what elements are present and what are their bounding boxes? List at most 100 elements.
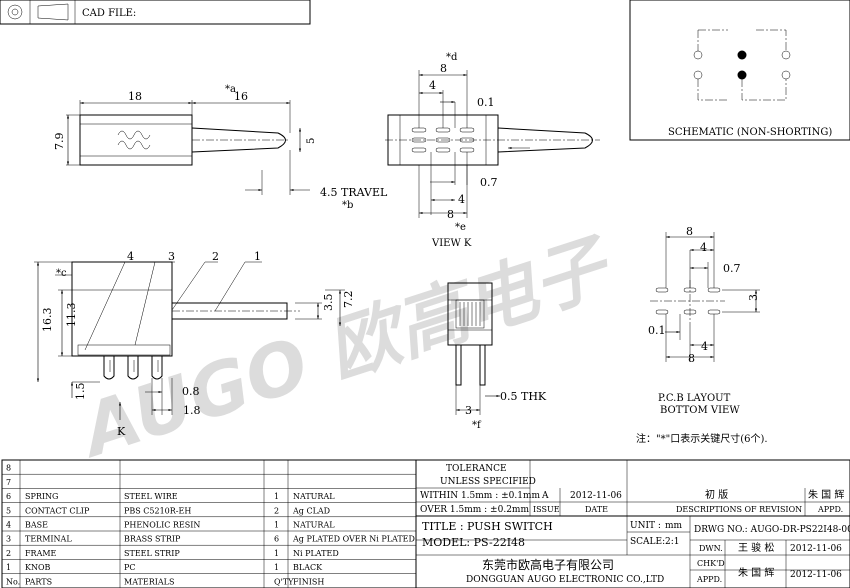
parts-cell-material: PHENOLIC RESIN xyxy=(124,521,200,530)
dim-d: *d xyxy=(446,52,458,63)
view-k-title: VIEW K xyxy=(431,238,472,249)
parts-cell-qty: 1 xyxy=(274,521,279,530)
pcb-dim-0-7: 0.7 xyxy=(723,262,741,275)
parts-cell-part: CONTACT CLIP xyxy=(25,506,90,515)
dim-1-8: 1.8 xyxy=(183,404,201,417)
rev-h-issue: ISSUE xyxy=(533,505,560,514)
parts-header-material: MATERIALS xyxy=(124,577,174,586)
dim-a: *a xyxy=(225,84,236,95)
appd-label: APPD. xyxy=(696,575,722,584)
chkd-label: CHK'D xyxy=(697,559,725,568)
parts-cell-no: 8 xyxy=(6,464,11,473)
pcb-dim-0-1: 0.1 xyxy=(648,324,666,337)
pcb-dim-4-b: 4 xyxy=(701,340,708,353)
dwn-date: 2012-11-06 xyxy=(790,544,842,554)
pcb-dim-3: 3 xyxy=(747,294,760,301)
parts-cell-no: 7 xyxy=(6,478,11,487)
rev-date: 2012-11-06 xyxy=(570,491,622,501)
note-text: 注："*"口表示关键尺寸(6个). xyxy=(636,432,768,445)
tolerance-subtitle: UNLESS SPECIFIED xyxy=(440,477,536,487)
dim-3: 3 xyxy=(465,404,472,417)
company-en: DONGGUAN AUGO ELECTRONIC CO.,LTD xyxy=(466,575,664,585)
dim-8: 8 xyxy=(440,62,447,75)
front-view: *c 4 3 2 1 16.3 11.3 3.5 7.2 1.5 0.8 xyxy=(34,250,355,438)
parts-cell-no: 5 xyxy=(6,506,11,515)
dim-0-8: 0.8 xyxy=(182,385,200,398)
parts-cell-qty: 1 xyxy=(274,563,279,572)
model-text: MODEL: PS-22I48 xyxy=(422,536,525,549)
parts-cell-part: KNOB xyxy=(25,563,51,572)
appd-date: 2012-11-06 xyxy=(790,570,842,580)
parts-header-finish: FINISH xyxy=(293,577,324,586)
dwn-name: 王 骏 松 xyxy=(738,541,774,554)
dim-b: *b xyxy=(342,200,353,211)
pcb-dim-8: 8 xyxy=(686,225,693,238)
parts-cell-material: PC xyxy=(124,563,136,572)
callout-2: 2 xyxy=(212,250,219,263)
callout-4: 4 xyxy=(127,250,134,263)
parts-cell-finish: NATURAL xyxy=(293,492,335,501)
watermark: AUGO 欧高电子 xyxy=(68,223,622,474)
parts-cell-no: 3 xyxy=(6,535,11,544)
company-cn: 东莞市欧高电子有限公司 xyxy=(482,557,614,572)
parts-cell-finish: Ag PLATED OVER Ni PLATED xyxy=(292,535,415,544)
unit-label: UNIT : xyxy=(630,521,661,531)
pcb-layout: 8 4 0.7 3 0.1 4 8 P.C.B LAYOUT BOTTOM VI… xyxy=(648,225,760,416)
dim-7-2: 7.2 xyxy=(342,291,355,309)
dwn-label: DWN. xyxy=(699,544,723,553)
dim-8-b: 8 xyxy=(447,208,454,221)
view-k: 8 *d 4 0.1 0.7 4 8 *e VIEW K xyxy=(385,52,600,249)
parts-cell-finish: NATURAL xyxy=(293,521,335,530)
schematic: SCHEMATIC (NON-SHORTING) xyxy=(629,0,850,141)
k-label: K xyxy=(117,425,126,438)
parts-cell-qty: 1 xyxy=(274,492,279,501)
parts-cell-part: BASE xyxy=(25,521,48,530)
parts-cell-finish: Ag CLAD xyxy=(292,506,330,515)
rev-h-date: DATE xyxy=(585,505,608,514)
rev-appd: 朱 国 辉 xyxy=(808,489,844,501)
parts-cell-no: 4 xyxy=(6,521,11,530)
callout-3: 3 xyxy=(168,250,175,263)
parts-cell-material: PBS C5210R-EH xyxy=(124,506,191,515)
rev-h-appd: APPD. xyxy=(817,505,843,514)
end-view: 0.5 THK 3 *f xyxy=(447,282,547,431)
scale-value: 2:1 xyxy=(665,537,679,547)
parts-cell-part: TERMINAL xyxy=(25,535,72,544)
parts-cell-finish: Ni PLATED xyxy=(293,549,339,558)
parts-cell-finish: BLACK xyxy=(293,563,323,572)
side-view: 18 16 *a 7.9 5 4.5 TRAVEL *b xyxy=(53,84,388,211)
rev-desc: 初 版 xyxy=(705,488,728,501)
parts-cell-part: SPRING xyxy=(25,492,58,501)
unit-value: mm xyxy=(665,521,683,531)
dim-5: 5 xyxy=(306,138,317,144)
dim-e: *e xyxy=(455,222,466,233)
parts-header-qty: Q'TY xyxy=(274,577,294,586)
parts-header-part: PARTS xyxy=(25,577,52,586)
dim-4: 4 xyxy=(429,79,436,92)
scale-label: SCALE: xyxy=(630,537,665,547)
parts-cell-no: 6 xyxy=(6,492,11,501)
parts-cell-qty: 6 xyxy=(274,535,279,544)
parts-cell-no: 2 xyxy=(6,549,11,558)
dim-11-3: 11.3 xyxy=(65,303,78,328)
dim-0-1: 0.1 xyxy=(477,96,495,109)
dim-f: *f xyxy=(472,420,482,431)
dim-1-5: 1.5 xyxy=(74,383,87,401)
pcb-dim-4: 4 xyxy=(700,241,707,254)
parts-header-no: No. xyxy=(6,577,20,586)
parts-cell-material: STEEL WIRE xyxy=(124,492,178,501)
parts-cell-no: 1 xyxy=(6,563,11,572)
rev-h-desc: DESCRIPTIONS OF REVISION xyxy=(676,505,802,514)
dim-16-3: 16.3 xyxy=(41,308,54,333)
title-block: TOLERANCE UNLESS SPECIFIED WITHIN 1.5mm … xyxy=(415,459,850,588)
dim-7-9: 7.9 xyxy=(53,133,66,151)
callout-1: 1 xyxy=(254,250,261,263)
dim-18: 18 xyxy=(128,90,142,103)
tolerance-line1: WITHIN 1.5mm : ±0.1mm xyxy=(420,491,540,501)
dim-4-b: 4 xyxy=(458,193,465,206)
dim-0-5-thk: 0.5 THK xyxy=(500,390,547,403)
cad-file-label: CAD FILE: xyxy=(82,8,136,19)
parts-cell-material: STEEL STRIP xyxy=(124,549,180,558)
